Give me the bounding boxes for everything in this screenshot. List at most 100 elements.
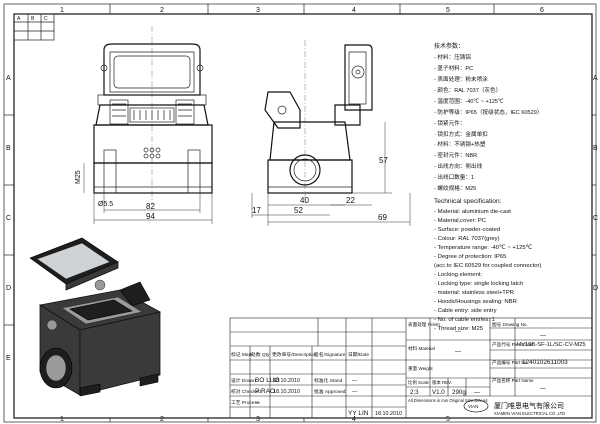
notes-cn-line: - 出线方向：侧出线	[434, 162, 483, 170]
part-no-value: 1240102611003	[522, 359, 568, 366]
row-b: B	[6, 145, 11, 152]
col-5-bottom: 5	[446, 416, 450, 423]
notes-en-line: - Colour: RAL 7037(grey)	[434, 236, 500, 242]
col-3-bottom: 3	[256, 416, 260, 423]
corner-b: B	[31, 16, 35, 22]
part-name-label: 产品名称 Part Name	[492, 377, 534, 384]
part-code-value: HV10B-SF-1L/SC-CV-M25	[517, 342, 586, 348]
col-5: 5	[446, 7, 450, 14]
drawing-no-label: 图号 Drawing No.	[492, 322, 528, 328]
part-code-label: 产品代号 Part Code	[492, 341, 533, 348]
rev-value: V1.0	[432, 389, 445, 396]
drawing-no-value: —	[540, 333, 546, 339]
notes-cn-line: · 锁扣方式：金属单扣	[434, 130, 488, 138]
row-c: C	[6, 215, 11, 222]
product-render	[29, 237, 162, 397]
corner-revision-box: A B C	[13, 13, 55, 41]
dim-thread: M25	[75, 170, 82, 184]
row-drawn-role: 设计 Drawn	[231, 377, 256, 384]
scale-label: 比例 Scale	[408, 379, 430, 386]
notes-cn-line: - 盖子材料：PC	[434, 64, 473, 72]
front-view: M25 Ø5.5 82 94	[75, 26, 213, 224]
row-drawn-date: 18.10.2010	[273, 378, 300, 384]
notes-en-line: - Material: aluminium die-cast	[434, 209, 511, 215]
row-a: A	[6, 75, 11, 82]
weight-label: 重量 Weight	[408, 365, 433, 372]
notes-en-line: · material: stainless steel+TPR	[434, 290, 514, 296]
hdr-qty: 处数 Qty	[251, 351, 270, 358]
scale-value: 2:3	[410, 389, 419, 396]
row-checked-name2: —	[352, 389, 358, 395]
material-label: 材料 Material	[408, 345, 435, 352]
corner-c: C	[44, 16, 48, 22]
hdr-date: 日期/Date	[348, 352, 369, 358]
notes-en-line: - Surface: powder-coated	[434, 227, 500, 233]
notes-cn-title: 技术参数：	[434, 42, 464, 50]
notes-en-line: - Temperature range: -40℃ ~ +125℃	[434, 245, 533, 251]
notes-en-line: · Locking type: single locking latch	[434, 281, 523, 287]
notes-en-line: - Hoods/Housings sealing: NBR	[434, 299, 517, 305]
col-2-bottom: 2	[160, 416, 164, 423]
notes-cn-line: - 表面处理：粉末喷涂	[434, 75, 488, 83]
dim-52: 52	[294, 206, 303, 215]
col-1: 1	[60, 7, 64, 14]
hdr-description: 更改单号/Description	[272, 351, 317, 358]
tolerance-note: All Dimensions in mm Original Size DIN A…	[408, 398, 488, 403]
notes-en-line: - Degree of protection: IP65	[434, 254, 507, 260]
dim-94: 94	[146, 212, 155, 221]
rev-label: 版本 REV.	[432, 379, 452, 386]
col-4-bottom: 4	[352, 416, 356, 423]
side-view: 40 52 22 17 69 57	[251, 40, 411, 226]
notes-cn-line: · 材料：不锈钢+热塑	[434, 140, 486, 148]
company-name-en: XIAMEN VIAN ELECTRICAL CO.,LTD	[494, 411, 565, 416]
row-d: D	[6, 285, 11, 292]
notes-en-line: - Material,cover: PC	[434, 218, 487, 224]
row-markers: A B C D E A B C D	[4, 75, 598, 362]
notes-en: Technical specification: - Material: alu…	[434, 198, 541, 332]
notes-en-line: - No. of cable entries: 1	[434, 317, 495, 323]
company-name-cn: 厦门唯恩电气有限公司	[494, 401, 564, 410]
part-name-value: —	[540, 386, 546, 392]
notes-en-line: - Cable entry: side entry	[434, 308, 497, 314]
title-block: 标记 Mark 处数 Qty 更改单号/Description 签名/Signa…	[229, 317, 593, 419]
col-2: 2	[160, 7, 164, 14]
row-drawn-name2: —	[352, 378, 358, 384]
dim-82: 82	[146, 202, 155, 211]
notes-cn: 技术参数： - 材料：压铸铝 - 盖子材料：PC - 表面处理：粉末喷涂 - 颜…	[434, 42, 542, 192]
row-approved-name: YY LIN	[348, 410, 369, 417]
row-checked-date: 18.10.2010	[273, 389, 300, 395]
row-e: E	[6, 355, 11, 362]
company-logo-text: VIAN	[468, 404, 478, 409]
finish-label: 表面处理 Finish	[408, 321, 440, 328]
row-checked-name: P RAO	[255, 388, 275, 395]
dim-22: 22	[346, 196, 355, 205]
notes-en-line: - Locking element:	[434, 272, 482, 278]
notes-en-line: - Thread size: M25	[434, 326, 484, 332]
row-a-right: A	[593, 75, 598, 82]
row-c-right: C	[593, 215, 598, 222]
notes-cn-line: - 锁紧元件：	[434, 119, 465, 127]
notes-cn-line: - 螺纹规格：M25	[434, 184, 476, 192]
row-approved-date: 18.10.2010	[375, 411, 402, 417]
notes-cn-line: - 颜色：RAL 7037（灰色）	[434, 86, 501, 94]
notes-cn-line: - 防护等级：IP65（按级状态，IEC 60529）	[434, 108, 542, 116]
row-drawn-role2: 标准化 Stand	[314, 377, 343, 384]
row-checked-role2: 批准 Approved	[314, 388, 346, 395]
notes-cn-line: - 温度范围：-40℃ ~ +125℃	[434, 97, 504, 105]
dim-40: 40	[300, 196, 309, 205]
hdr-mark: 标记 Mark	[231, 351, 253, 358]
finish-value: —	[455, 329, 461, 335]
dim-57: 57	[379, 156, 388, 165]
sheet-value: —	[474, 390, 480, 396]
col-6: 6	[540, 7, 544, 14]
row-b-right: B	[593, 145, 598, 152]
hdr-signature: 签名/Signature	[314, 351, 346, 358]
row-process-name: —	[255, 400, 261, 406]
column-markers: 1 2 3 4 5 6 1 2 3 4 5	[60, 4, 544, 423]
row-d-right: D	[593, 285, 598, 292]
col-4: 4	[352, 7, 356, 14]
col-3: 3	[256, 7, 260, 14]
notes-cn-line: - 出线口数量：1	[434, 173, 474, 181]
